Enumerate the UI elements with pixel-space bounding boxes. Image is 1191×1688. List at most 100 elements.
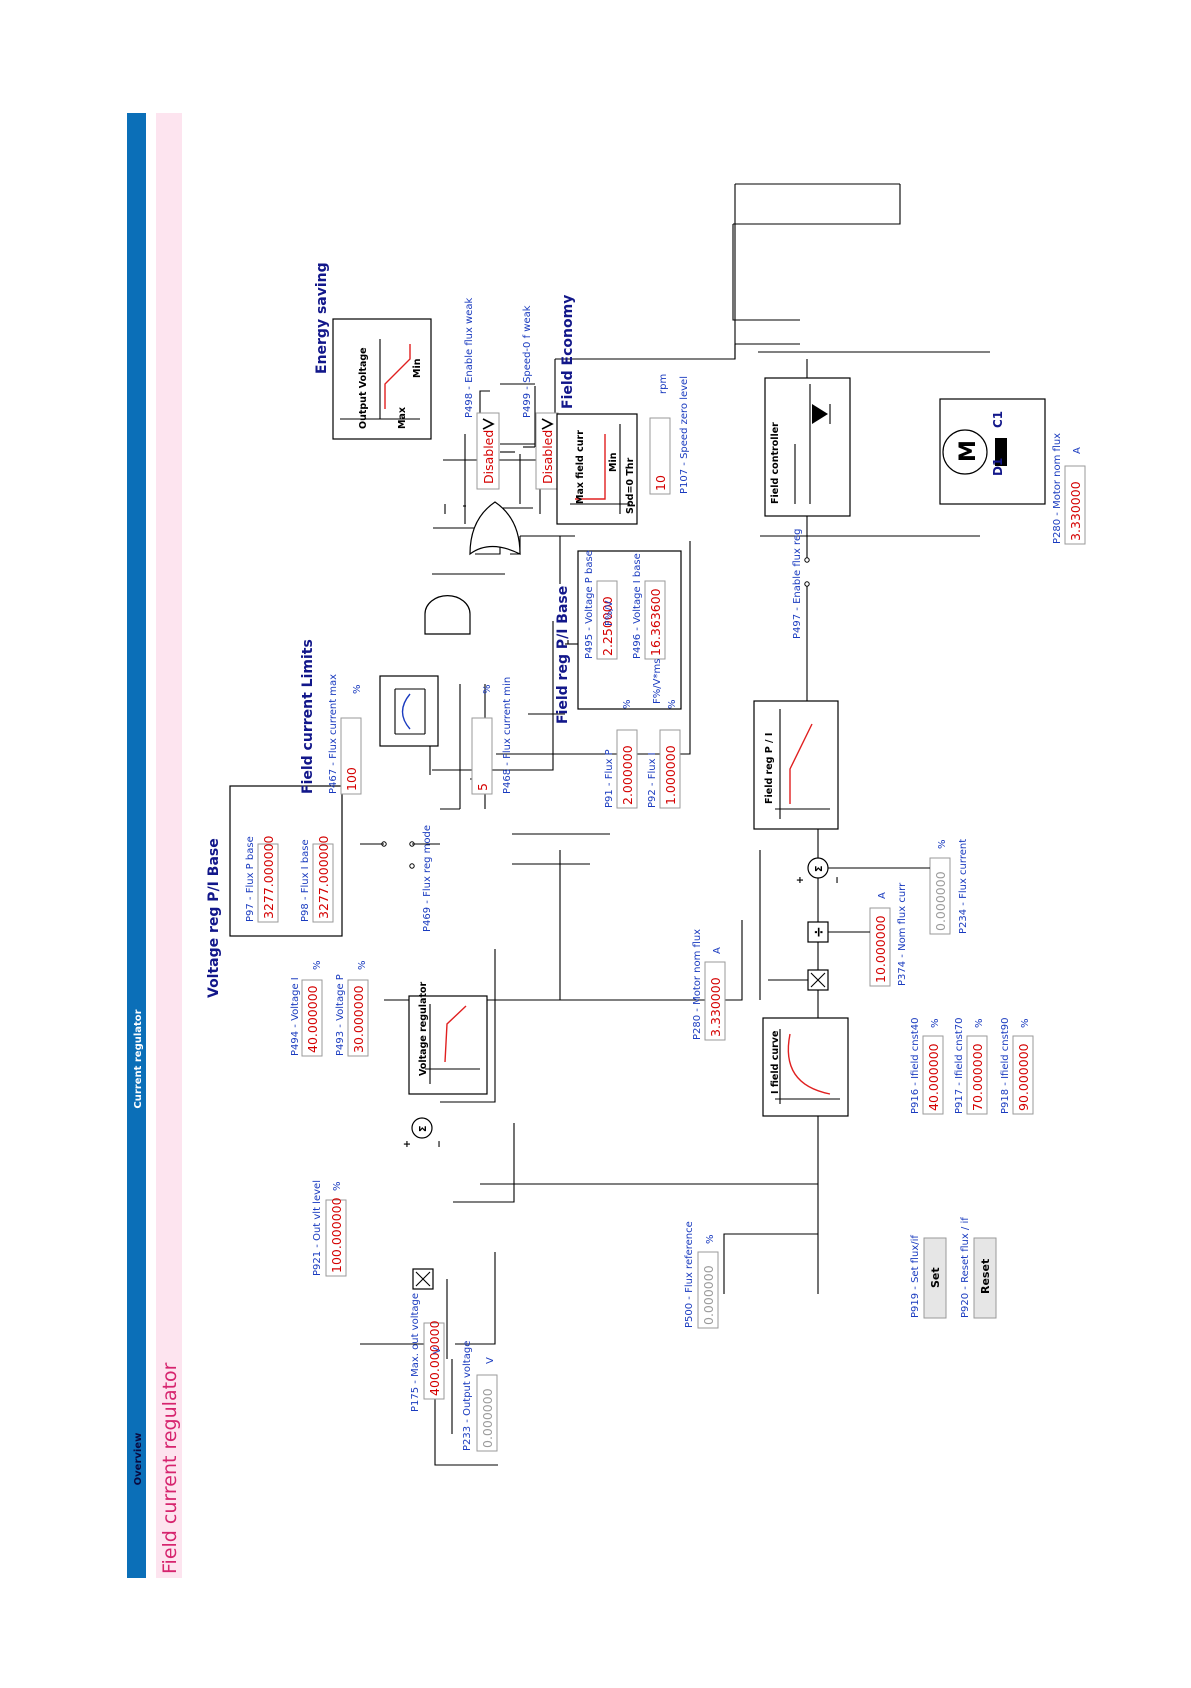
p280b-field[interactable]: 3.330000 — [1064, 465, 1086, 545]
voltage-reg-pi-base-title: Voltage reg P/I Base — [206, 838, 222, 998]
enable-flux-reg-switch-b[interactable] — [804, 557, 810, 563]
p91-label: P91 - Flux P — [604, 749, 615, 808]
svg-text:D1: D1 — [991, 458, 1005, 476]
p916-field[interactable]: 40.000000 — [922, 1035, 944, 1115]
p107-unit: rpm — [658, 374, 669, 394]
p280a-label: P280 - Motor nom flux — [692, 929, 703, 1040]
p493-field[interactable]: 30.000000 — [347, 979, 369, 1057]
p917-field[interactable]: 70.000000 — [966, 1035, 988, 1115]
p494-unit: % — [312, 960, 323, 970]
p92-unit: % — [667, 699, 678, 709]
p468-field[interactable]: 5 — [471, 717, 493, 795]
p500-field: 0.000000 — [697, 1251, 719, 1329]
tab-current-regulator[interactable]: Current regulator — [133, 1009, 144, 1108]
p234-unit: % — [937, 839, 948, 849]
svg-text:C1: C1 — [991, 411, 1005, 428]
svg-text:+: + — [795, 876, 806, 884]
flux-reg-mode-switch-1[interactable] — [409, 863, 415, 869]
svg-text:+: + — [402, 1140, 413, 1148]
svg-text:10: 10 — [653, 475, 668, 491]
limiter-block — [379, 675, 439, 747]
p92-field[interactable]: 1.000000 — [659, 729, 681, 809]
p97-field[interactable]: 3277.000000 — [257, 835, 279, 923]
signal-wires — [360, 183, 990, 1466]
p280a-field[interactable]: 3.330000 — [704, 961, 726, 1041]
svg-text:1.000000: 1.000000 — [663, 745, 678, 805]
p494-field[interactable]: 40.000000 — [301, 979, 323, 1057]
i-field-curve-block: I field curve — [762, 1017, 849, 1117]
p917-unit: % — [974, 1018, 985, 1028]
svg-text:Field reg P / I: Field reg P / I — [764, 733, 775, 804]
p496-field[interactable]: 16.363600 — [644, 580, 666, 660]
svg-text:Min: Min — [608, 452, 619, 472]
p469-label: P469 - Flux reg mode — [422, 825, 433, 932]
p921-field[interactable]: 100.000000 — [325, 1197, 347, 1277]
p496-label: P496 - Voltage I base — [632, 553, 643, 659]
p107-label: P107 - Speed zero level — [679, 376, 690, 494]
or-gate — [469, 501, 521, 556]
p91-field[interactable]: 2.000000 — [616, 729, 638, 809]
svg-text:10.000000: 10.000000 — [873, 915, 888, 983]
enable-flux-reg-switch-a[interactable] — [804, 581, 810, 587]
svg-text:Max field curr: Max field curr — [575, 430, 586, 504]
p107-field[interactable]: 10 — [649, 417, 671, 495]
p374-label: P374 - Nom flux curr — [897, 882, 908, 986]
p496-unit: F%/V*ms — [652, 659, 663, 704]
p495-field[interactable]: 2.250000 — [596, 580, 618, 660]
svg-text:÷: ÷ — [811, 926, 827, 938]
p91-unit: % — [622, 699, 633, 709]
svg-text:400.000000: 400.000000 — [427, 1320, 442, 1396]
p918-unit: % — [1020, 1018, 1031, 1028]
svg-text:−: − — [832, 876, 843, 884]
svg-text:0.000000: 0.000000 — [933, 871, 948, 931]
p500-unit: % — [705, 1234, 716, 1244]
tab-overview[interactable]: Overview — [133, 1433, 144, 1486]
svg-text:Σ: Σ — [418, 1126, 429, 1133]
p233-label: P233 - Output voltage — [462, 1341, 473, 1451]
svg-text:3277.000000: 3277.000000 — [261, 835, 276, 919]
p919-label: P919 - Set flux/if — [910, 1235, 921, 1318]
svg-text:M: M — [956, 440, 981, 462]
p97-label: P97 - Flux P base — [245, 836, 256, 922]
p92-label: P92 - Flux I — [647, 752, 658, 808]
energy-saving-title: Energy saving — [314, 262, 330, 374]
p467-label: P467 - Flux current max — [328, 674, 339, 794]
p175-field[interactable]: 400.000000 — [423, 1320, 445, 1400]
svg-text:Field controller: Field controller — [770, 422, 781, 504]
and-gate — [424, 594, 471, 635]
divider-block: ÷ — [807, 921, 829, 943]
p495-unit: F%/V — [604, 600, 615, 626]
p175-unit: V — [432, 1347, 443, 1354]
sum-junction-voltage: Σ + − — [402, 1117, 445, 1148]
svg-text:−: − — [434, 1140, 445, 1148]
p499-label: P499 - Speed-0 f weak — [522, 305, 533, 418]
header-bar — [127, 113, 146, 1578]
set-button[interactable]: Set — [923, 1237, 947, 1319]
svg-text:Set: Set — [929, 1267, 942, 1288]
p498-select[interactable]: Disabled — [476, 412, 500, 490]
p499-select[interactable]: Disabled — [535, 412, 559, 490]
p98-field[interactable]: 3277.000000 — [312, 835, 334, 923]
p233-field: 0.000000 — [476, 1374, 498, 1452]
p233-unit: V — [485, 1357, 496, 1364]
p468-label: P468 - Flux current min — [502, 677, 513, 794]
p498-label: P498 - Enable flux weak — [464, 297, 475, 418]
motor: M C1 D1 — [939, 398, 1046, 505]
title-band — [156, 113, 182, 1578]
p918-field[interactable]: 90.000000 — [1012, 1035, 1034, 1115]
field-controller-block: Field controller — [764, 377, 851, 517]
p467-field[interactable]: 100 — [340, 717, 362, 795]
svg-text:Output Voltage: Output Voltage — [358, 347, 369, 429]
p280a-unit: A — [712, 947, 723, 954]
svg-text:3.330000: 3.330000 — [708, 977, 723, 1037]
svg-text:40.000000: 40.000000 — [926, 1043, 941, 1111]
p467-unit: % — [352, 684, 363, 694]
p497-label: P497 - Enable flux reg — [792, 529, 803, 639]
p917-label: P917 - Ifield cnst70 — [954, 1018, 965, 1114]
svg-text:Disabled: Disabled — [540, 430, 555, 484]
p234-label: P234 - Flux current — [958, 839, 969, 934]
reset-button[interactable]: Reset — [973, 1237, 997, 1319]
energy-saving-graph: Output Voltage Max Min — [332, 318, 432, 440]
p916-label: P916 - Ifield cnst40 — [910, 1018, 921, 1114]
p374-field[interactable]: 10.000000 — [869, 907, 891, 987]
